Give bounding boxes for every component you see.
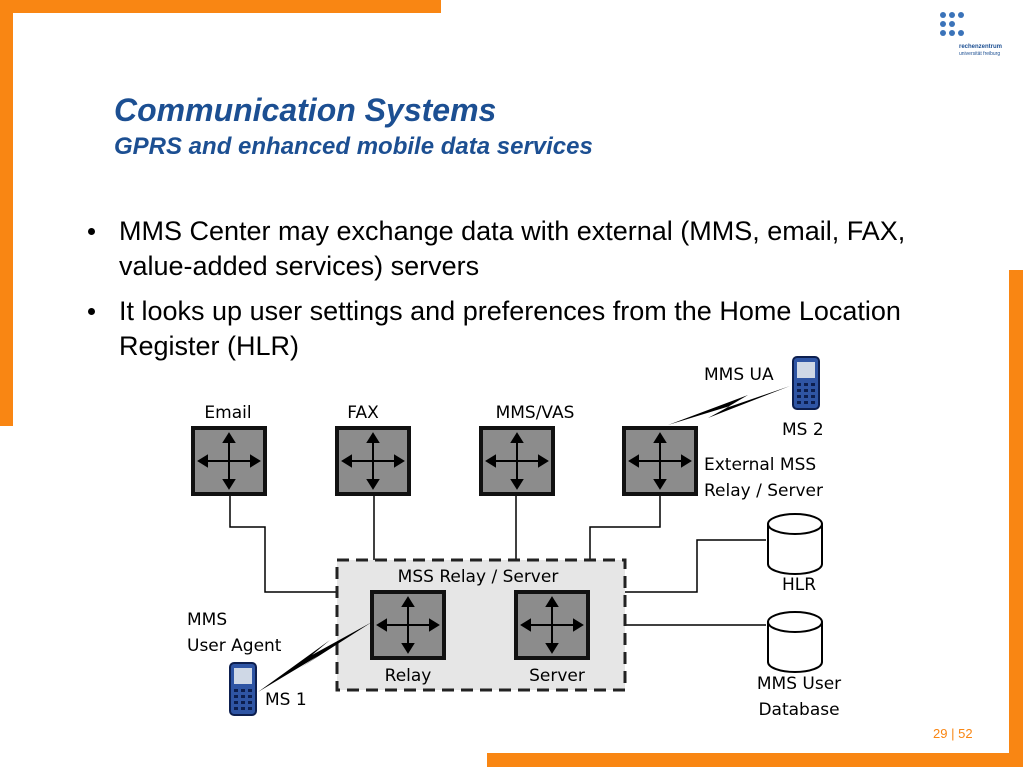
orange-top-bar xyxy=(0,0,441,13)
page-number: 29 | 52 xyxy=(933,726,973,741)
server-node-icon xyxy=(514,590,590,660)
mms-agent-label: MMS xyxy=(187,610,227,630)
bullet-text: It looks up user settings and preference… xyxy=(119,296,901,361)
wireless-link-ms2-icon xyxy=(668,386,790,425)
hlr-database-icon xyxy=(767,513,823,575)
fax-label: FAX xyxy=(347,403,379,423)
bullet-list: MMS Center may exchange data with extern… xyxy=(84,214,974,374)
hlr-label: HLR xyxy=(782,575,816,595)
mms-architecture-diagram: Email FAX MMS/VAS External MSS Relay / S… xyxy=(187,356,841,720)
mms-ua-label: MMS UA xyxy=(704,365,774,385)
fax-node-icon xyxy=(335,426,411,496)
orange-bottom-bar xyxy=(487,753,1023,767)
relay-label: Relay xyxy=(385,666,432,686)
relay-node-icon xyxy=(370,590,446,660)
bullet-item: MMS Center may exchange data with extern… xyxy=(84,214,974,284)
ms2-label: MS 2 xyxy=(782,420,824,440)
mms-user-label: MMS User xyxy=(757,674,841,694)
group-label: MSS Relay / Server xyxy=(398,567,559,587)
email-label: Email xyxy=(204,403,251,423)
logo-line-1: rechenzentrum xyxy=(959,44,1003,50)
slide-title: Communication Systems xyxy=(114,92,497,128)
email-node-icon xyxy=(191,426,267,496)
external-mss-label: External MSS xyxy=(704,455,816,475)
ms1-phone-icon xyxy=(229,662,257,716)
bullet-item: It looks up user settings and preference… xyxy=(84,294,974,364)
mms-user-database-icon xyxy=(767,611,823,673)
relay-server-external-label: Relay / Server xyxy=(704,481,823,501)
orange-right-bar xyxy=(1009,270,1023,767)
ms1-label: MS 1 xyxy=(265,690,307,710)
bullet-text: MMS Center may exchange data with extern… xyxy=(119,216,906,281)
bullet-icon xyxy=(88,308,95,315)
university-logo: rechenzentrum universität freiburg xyxy=(938,12,1018,62)
page-current: 29 xyxy=(933,726,948,741)
slide-subtitle: GPRS and enhanced mobile data services xyxy=(114,133,593,160)
user-agent-label: User Agent xyxy=(187,636,282,656)
server-label: Server xyxy=(529,666,585,686)
bullet-icon xyxy=(88,228,95,235)
orange-left-bar xyxy=(0,0,13,426)
ms2-phone-icon xyxy=(792,356,820,410)
page-total: 52 xyxy=(958,726,973,741)
page-separator: | xyxy=(951,726,955,741)
connection-lines xyxy=(229,494,766,626)
logo-line-2: universität freiburg xyxy=(959,51,1001,57)
mms-vas-label: MMS/VAS xyxy=(496,403,575,423)
external-mss-node-icon xyxy=(622,426,698,496)
wireless-link-ms1-icon xyxy=(258,622,372,692)
database-label: Database xyxy=(758,700,839,720)
mms-vas-node-icon xyxy=(479,426,555,496)
